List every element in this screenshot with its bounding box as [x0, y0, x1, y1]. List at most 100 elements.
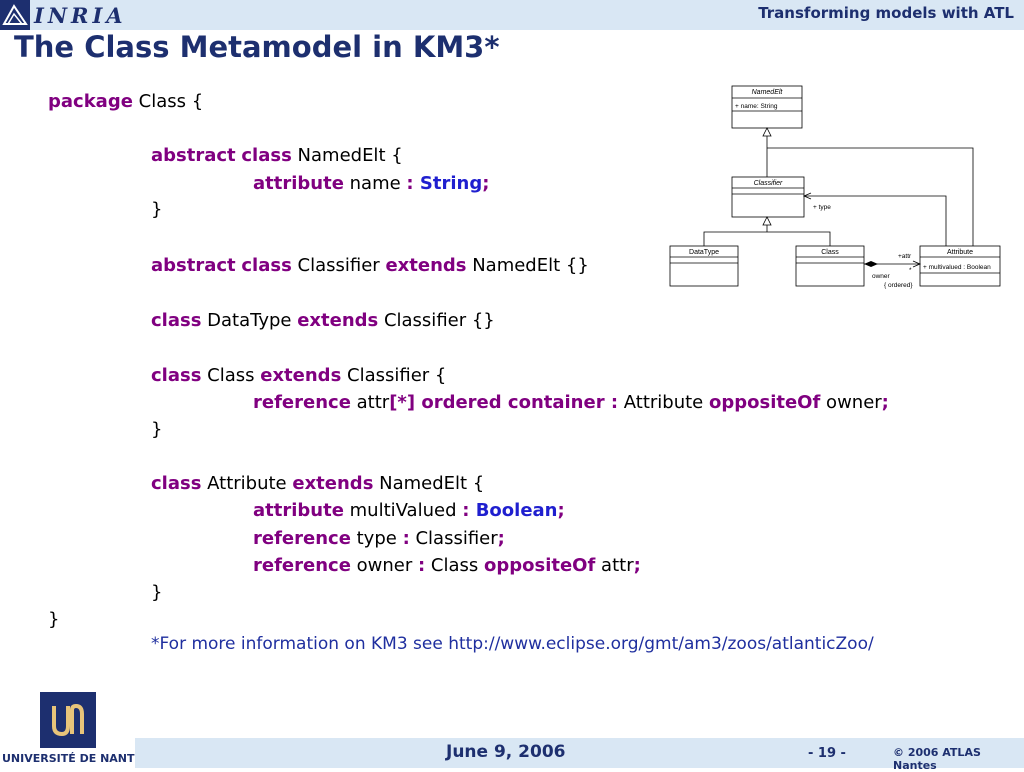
inria-emblem-icon	[0, 0, 30, 30]
code-line: }	[151, 418, 162, 442]
owner-role-label: owner	[872, 273, 891, 280]
type-name: Boolean	[469, 500, 558, 521]
code-text: DataType	[201, 310, 298, 331]
code-line: }	[48, 608, 59, 632]
keyword: class	[151, 473, 202, 494]
code-text: Classifier {}	[378, 310, 495, 331]
semicolon: ;	[497, 528, 505, 549]
page-number: - 19 -	[808, 746, 846, 761]
semicolon: ;	[633, 555, 641, 576]
code-text: }	[151, 582, 163, 603]
uml-class-classifier: Classifier	[731, 176, 805, 218]
type-role-label: + type	[813, 204, 831, 211]
code-text: NamedElt {	[291, 145, 403, 166]
keyword: container	[501, 392, 605, 413]
code-text: }	[48, 609, 60, 630]
ordered-constraint-label: { ordered}	[884, 282, 913, 289]
code-text: owner	[350, 555, 418, 576]
type-association: + type	[802, 192, 947, 246]
keyword: class	[241, 145, 292, 166]
code-text: attr	[350, 392, 390, 413]
keyword: oppositeOf	[708, 392, 821, 413]
code-text: NamedElt {	[373, 473, 485, 494]
code-text: }	[151, 419, 163, 440]
footer-date: June 9, 2006	[446, 742, 566, 762]
uml-class-datatype: DataType	[669, 245, 739, 287]
colon: :	[406, 173, 414, 194]
keyword: ordered	[415, 392, 502, 413]
keyword: attribute	[253, 173, 344, 194]
keyword: extends	[260, 365, 342, 386]
attribute-name: Attribute	[947, 249, 973, 256]
keyword: reference	[253, 528, 351, 549]
multiplicity: [*]	[389, 392, 416, 413]
code-text: multiValued	[343, 500, 463, 521]
colon: :	[462, 500, 470, 521]
code-line: class Class extends Classifier {	[151, 364, 446, 388]
code-line: reference type : Classifier;	[253, 527, 505, 551]
keyword: attribute	[253, 500, 344, 521]
uml-class-attribute: Attribute + multivalued : Boolean	[919, 245, 1001, 287]
header-bar	[0, 0, 1024, 30]
keyword: package	[48, 91, 133, 112]
keyword: extends	[297, 310, 379, 331]
inria-logo: INRIA	[0, 0, 130, 30]
namedelt-attr: + name: String	[735, 103, 778, 110]
code-text: type	[350, 528, 403, 549]
code-text: Class	[425, 555, 484, 576]
code-line: abstract class Classifier extends NamedE…	[151, 254, 589, 278]
attribute-attr: + multivalued : Boolean	[923, 264, 991, 271]
uml-class-namedelt: NamedElt + name: String	[731, 85, 803, 129]
copyright: © 2006 ATLAS Nantes	[893, 746, 981, 772]
code-line: class Attribute extends NamedElt {	[151, 472, 484, 496]
code-text: Class {	[132, 91, 204, 112]
uml-class-diagram: NamedElt + name: String Classifier DataT…	[666, 84, 1006, 298]
generalization-arrow	[762, 127, 772, 177]
university-name: UNIVERSITÉ DE NANTES	[2, 752, 150, 765]
keyword: class	[151, 365, 202, 386]
code-line: reference attr[*] ordered container : At…	[253, 391, 889, 415]
generalization-arrow	[767, 147, 974, 246]
semicolon: ;	[881, 392, 889, 413]
code-line: }	[151, 581, 162, 605]
uml-class-class: Class	[795, 245, 865, 287]
keyword: extends	[385, 255, 467, 276]
keyword: class	[241, 255, 292, 276]
class-name: Class	[821, 249, 839, 256]
semicolon: ;	[482, 173, 490, 194]
code-text: Classifier	[409, 528, 498, 549]
code-text: name	[343, 173, 407, 194]
code-line: attribute multiValued : Boolean;	[253, 499, 565, 523]
university-emblem-icon	[52, 703, 84, 737]
code-text: NamedElt {}	[466, 255, 589, 276]
keyword: extends	[292, 473, 374, 494]
footnote-link[interactable]: *For more information on KM3 see http://…	[151, 634, 874, 654]
code-text: Attribute	[201, 473, 293, 494]
code-text: Class	[201, 365, 261, 386]
footer-bar	[135, 738, 1024, 768]
code-line: class DataType extends Classifier {}	[151, 309, 495, 333]
code-text: owner	[820, 392, 882, 413]
code-text: attr	[595, 555, 634, 576]
multiplicity-label: *	[909, 267, 912, 274]
attr-role-label: +attr	[898, 253, 912, 260]
keyword: class	[151, 310, 202, 331]
classifier-name: Classifier	[754, 180, 783, 187]
code-text: }	[151, 199, 163, 220]
namedelt-name: NamedElt	[752, 89, 784, 96]
code-line: abstract class NamedElt {	[151, 144, 403, 168]
keyword: reference	[253, 392, 351, 413]
code-line: reference owner : Class oppositeOf attr;	[253, 554, 641, 578]
code-line: attribute name : String;	[253, 172, 489, 196]
keyword: reference	[253, 555, 351, 576]
colon: :	[402, 528, 410, 549]
keyword: abstract	[151, 145, 236, 166]
slide-title: The Class Metamodel in KM3*	[14, 30, 500, 64]
code-line: package Class {	[48, 90, 203, 114]
inria-logo-text: INRIA	[34, 3, 127, 28]
colon: :	[417, 555, 426, 576]
code-text: Classifier	[291, 255, 386, 276]
university-logo	[40, 692, 96, 748]
generalization-arrow	[703, 216, 831, 246]
keyword: abstract	[151, 255, 236, 276]
